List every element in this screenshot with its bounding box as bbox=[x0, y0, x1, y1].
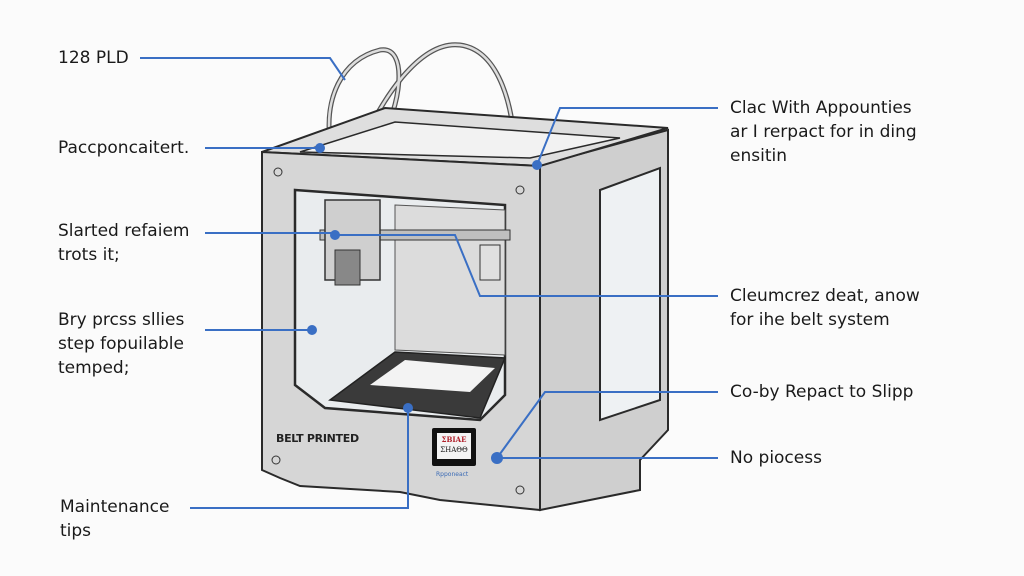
label-line: ensitin bbox=[730, 146, 787, 166]
label-line: Cleumcrez deat, anow bbox=[730, 286, 920, 306]
label-line: No piocess bbox=[730, 448, 822, 468]
display-line-2: ΣΗΑΘΘ bbox=[440, 446, 468, 454]
leader-lines bbox=[140, 57, 718, 509]
label-right-1: Clac With Appounties ar I rerpact for in … bbox=[730, 96, 917, 168]
label-line: ar I rerpact for in ding bbox=[730, 122, 917, 142]
label-left-4: Bry prcss sllies step fopuilable temped; bbox=[58, 308, 184, 380]
label-line: Maintenance bbox=[60, 497, 170, 517]
display-caption: Rpponeact bbox=[436, 471, 469, 478]
label-left-3: Slarted refaiem trots it; bbox=[58, 219, 189, 267]
label-line: trots it; bbox=[58, 245, 120, 265]
side-window bbox=[599, 166, 661, 422]
label-left-5: Maintenance tips bbox=[60, 495, 169, 543]
display-line-1: ΣΒΙΑΕ bbox=[441, 435, 467, 444]
label-line: Paccponcaitert. bbox=[58, 138, 190, 158]
control-display: ΣΒΙΑΕ ΣΗΑΘΘ bbox=[432, 428, 476, 466]
brand-label: BELT PRINTED bbox=[276, 432, 359, 445]
label-line: tips bbox=[60, 521, 92, 541]
label-right-4: No piocess bbox=[730, 446, 822, 470]
label-line: Bry prcss sllies bbox=[58, 310, 185, 330]
label-right-3: Co-by Repact to Slipp bbox=[730, 380, 913, 404]
label-left-2: Paccponcaitert. bbox=[58, 136, 189, 160]
label-left-1: 128 PLD bbox=[58, 46, 129, 70]
label-line: 128 PLD bbox=[58, 48, 129, 68]
label-right-2: Cleumcrez deat, anow for ihe belt system bbox=[730, 284, 920, 332]
label-line: Clac With Appounties bbox=[730, 98, 912, 118]
leader-dots bbox=[307, 143, 542, 464]
label-line: Co-by Repact to Slipp bbox=[730, 382, 914, 402]
label-line: step fopuilable bbox=[58, 334, 184, 354]
label-line: Slarted refaiem bbox=[58, 221, 190, 241]
label-line: for ihe belt system bbox=[730, 310, 890, 330]
label-line: temped; bbox=[58, 358, 130, 378]
